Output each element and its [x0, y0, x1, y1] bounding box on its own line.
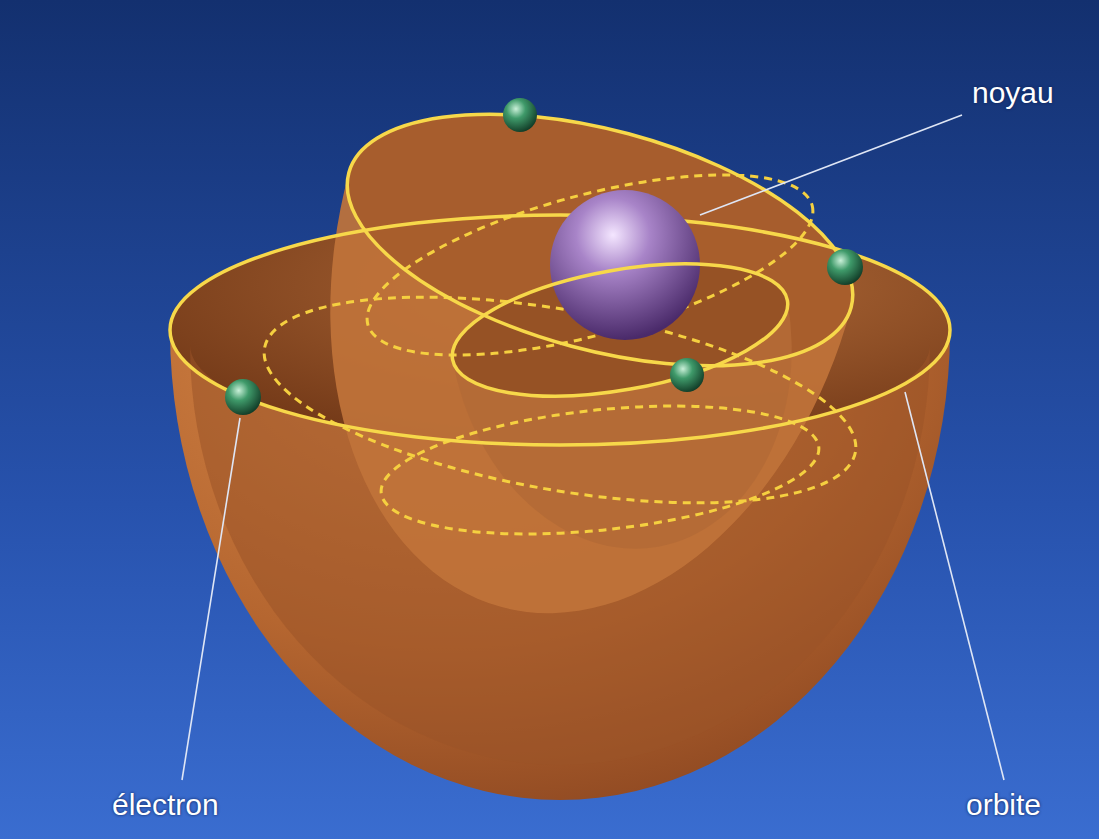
- orbit-dashed: [375, 387, 825, 552]
- leader-line: [905, 392, 1004, 780]
- part-label: noyau: [972, 76, 1054, 111]
- leader-line: [182, 418, 240, 780]
- part-label: électron: [112, 788, 219, 823]
- electron: [670, 358, 704, 392]
- part-label: orbite: [966, 788, 1041, 823]
- orbit: [442, 241, 798, 418]
- leader-line: [700, 115, 962, 215]
- electron: [225, 379, 261, 415]
- electron: [827, 249, 863, 285]
- orbit-dashed: [350, 138, 831, 392]
- middle-shell: [251, 66, 880, 674]
- electron: [503, 98, 537, 132]
- orbit: [320, 66, 879, 413]
